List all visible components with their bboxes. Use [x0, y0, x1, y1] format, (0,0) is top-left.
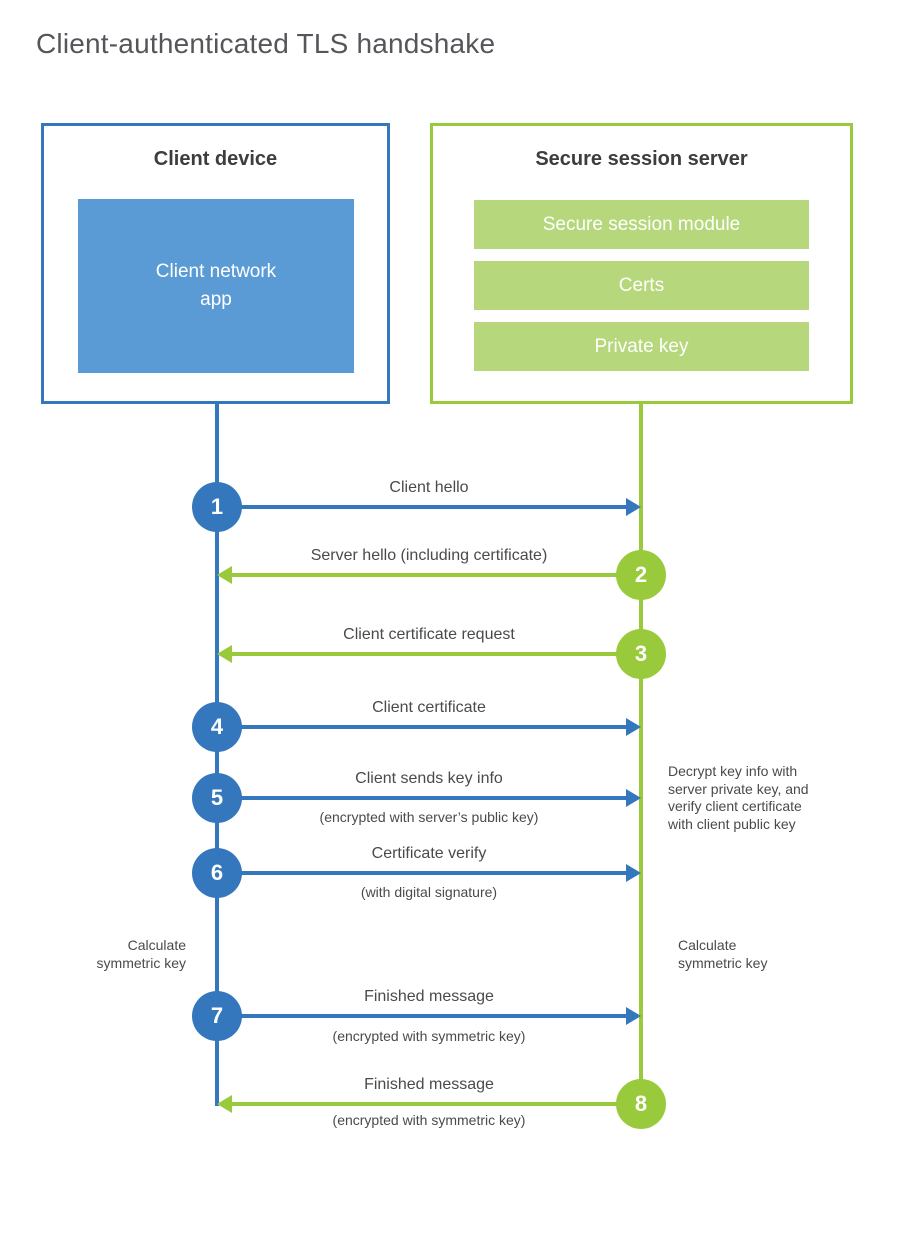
- server-calculate-key-note: Calculate symmetric key: [678, 937, 768, 971]
- client-lifeline: [215, 404, 219, 1106]
- message-sublabel-5: (encrypted with server’s public key): [319, 809, 539, 825]
- step-circle-7: 7: [192, 991, 242, 1041]
- arrow-6: [220, 871, 626, 875]
- arrow-1: [220, 505, 626, 509]
- step-circle-3: 3: [616, 629, 666, 679]
- server-module-private-key: Private key: [474, 322, 809, 371]
- arrow-8: [232, 1102, 639, 1106]
- message-sublabel-7: (encrypted with symmetric key): [332, 1028, 526, 1044]
- arrow-7: [220, 1014, 626, 1018]
- arrowhead-right-icon: [626, 789, 641, 807]
- step-circle-4: 4: [192, 702, 242, 752]
- arrowhead-left-icon: [217, 1095, 232, 1113]
- secure-session-server-title: Secure session server: [535, 148, 748, 170]
- server-module-certs: Certs: [474, 261, 809, 310]
- message-label-4: Client certificate: [372, 699, 486, 716]
- arrow-4: [220, 725, 626, 729]
- step-circle-8: 8: [616, 1079, 666, 1129]
- client-calculate-key-note: Calculate symmetric key: [96, 937, 186, 971]
- message-label-5: Client sends key info: [355, 770, 503, 787]
- step-circle-1: 1: [192, 482, 242, 532]
- message-label-7: Finished message: [364, 988, 494, 1005]
- secure-session-server-box: Secure session server Secure session mod…: [430, 123, 853, 404]
- server-lifeline: [639, 404, 643, 1104]
- message-label-1: Client hello: [389, 479, 469, 496]
- server-module-secure-session: Secure session module: [474, 200, 809, 249]
- arrow-3: [232, 652, 639, 656]
- arrowhead-right-icon: [626, 498, 641, 516]
- message-label-8: Finished message: [364, 1076, 494, 1093]
- message-sublabel-6: (with digital signature): [360, 884, 498, 900]
- step-circle-6: 6: [192, 848, 242, 898]
- page-title: Client-authenticated TLS handshake: [36, 28, 496, 59]
- arrow-5: [220, 796, 626, 800]
- server-decrypt-note: Decrypt key info with server private key…: [668, 763, 809, 832]
- message-label-6: Certificate verify: [371, 845, 487, 862]
- arrow-2: [232, 573, 639, 577]
- client-device-title: Client device: [153, 148, 278, 170]
- arrowhead-right-icon: [626, 718, 641, 736]
- arrowhead-left-icon: [217, 645, 232, 663]
- arrowhead-right-icon: [626, 1007, 641, 1025]
- message-label-3: Client certificate request: [343, 626, 515, 643]
- message-sublabel-8: (encrypted with symmetric key): [332, 1112, 526, 1128]
- arrowhead-left-icon: [217, 566, 232, 584]
- message-label-2: Server hello (including certificate): [310, 547, 548, 564]
- client-network-app-box: Client network app: [78, 199, 354, 373]
- step-circle-2: 2: [616, 550, 666, 600]
- arrowhead-right-icon: [626, 864, 641, 882]
- client-device-box: Client device Client network app: [41, 123, 390, 404]
- step-circle-5: 5: [192, 773, 242, 823]
